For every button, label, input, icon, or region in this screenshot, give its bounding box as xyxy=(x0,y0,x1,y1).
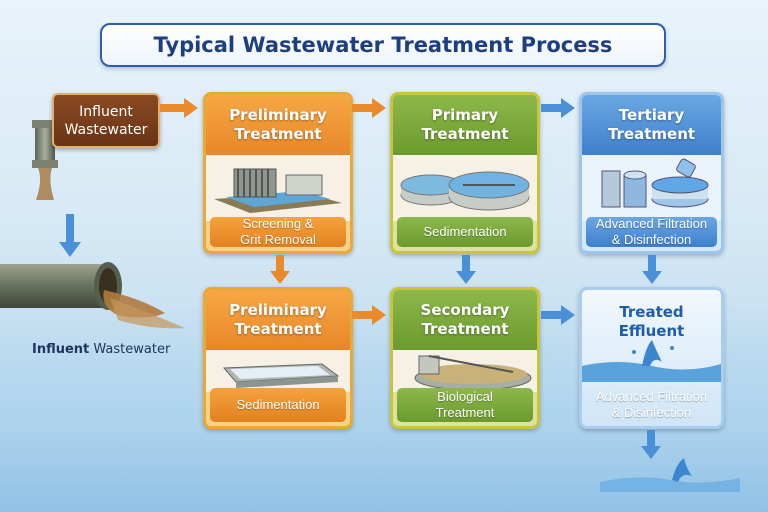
influent-label-rest: Wastewater xyxy=(89,342,171,357)
stage-title-line2: Treatment xyxy=(421,125,509,143)
filter-tanks-icon xyxy=(601,158,709,208)
influent-box-line2: Wastewater xyxy=(64,121,148,138)
stage-illustration xyxy=(393,350,537,392)
stage-caption-line2: Treatment xyxy=(435,405,495,420)
stage-illustration xyxy=(393,155,537,221)
stage-caption-line1: Sedimentation xyxy=(236,397,320,412)
stage-illustration xyxy=(582,155,721,221)
stage-title-line1: Preliminary xyxy=(229,106,327,124)
pipe-icon xyxy=(0,262,185,329)
stage-title-line2: Treatment xyxy=(607,125,696,143)
stage-title-line1: Secondary xyxy=(420,301,510,319)
stage-caption-line1: Sedimentation xyxy=(423,224,507,239)
stage-caption-line2: Grit Removal xyxy=(240,232,316,247)
influent-label-bold: Influent xyxy=(32,342,90,357)
stage-title-line2: Treatment xyxy=(421,320,509,338)
stage-caption: Sedimentation xyxy=(397,217,533,247)
aeration-tank-icon xyxy=(414,355,532,391)
stage-title-line2: Treatment xyxy=(234,320,322,338)
stage-caption: Screening &Grit Removal xyxy=(210,216,346,247)
influent-wastewater-label: Influent Wastewater xyxy=(32,342,170,357)
arrow-icon xyxy=(270,255,290,284)
arrow-icon xyxy=(456,255,476,284)
settling-tank-icon xyxy=(222,363,340,388)
arrow-icon xyxy=(541,305,575,325)
arrow-icon xyxy=(352,98,386,118)
stage-title-line1: Treated xyxy=(619,303,684,321)
stage-caption: Sedimentation xyxy=(210,388,346,422)
screen-chamber-icon xyxy=(214,168,342,213)
stage-caption: Advanced Filtration& Disinfection xyxy=(586,216,717,247)
stage-caption-line2: & Disinfection xyxy=(611,405,692,420)
water-splash-icon xyxy=(600,458,740,492)
stage-caption-line1: Advanced Filtration xyxy=(595,216,708,231)
title-banner: Typical Wastewater Treatment Process xyxy=(100,23,666,67)
stage-caption: Advanced Filtration& Disinfection xyxy=(586,388,717,422)
stage-title-line2: Treatment xyxy=(234,125,322,143)
stage-illustration xyxy=(206,155,350,221)
stage-caption-line1: Screening & xyxy=(242,216,314,231)
stage-title-line1: Preliminary xyxy=(229,301,327,319)
arrow-icon xyxy=(541,98,575,118)
arrow-icon xyxy=(641,430,661,459)
stage-caption-line2: & Disinfection xyxy=(611,232,692,247)
clarifier-icon xyxy=(400,171,530,211)
arrow-icon xyxy=(160,98,198,118)
arrow-icon xyxy=(642,255,662,284)
arrow-icon xyxy=(352,305,386,325)
stage-title-line1: Primary xyxy=(431,106,499,124)
stage-title-line1: Tertiary xyxy=(618,106,685,124)
stage-caption-line1: Biological xyxy=(437,389,493,404)
arrow-icon xyxy=(59,214,81,257)
pipe-icon xyxy=(32,120,58,200)
stage-illustration xyxy=(206,350,350,392)
influent-box-line1: Influent xyxy=(79,103,133,120)
page-title: Typical Wastewater Treatment Process xyxy=(153,33,613,57)
stage-caption-line1: Advanced Filtration xyxy=(595,389,708,404)
water-splash-icon xyxy=(582,340,721,382)
influent-wastewater-box: Influent Wastewater xyxy=(52,93,160,148)
stage-title-line2: Effluent xyxy=(618,322,685,340)
